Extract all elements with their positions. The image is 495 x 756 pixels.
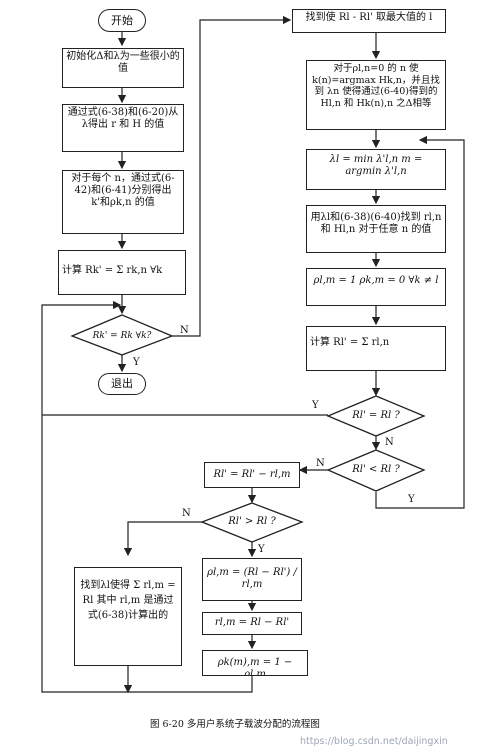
decision3-text: Rl' < Rl ? <box>352 464 400 475</box>
use-lambda-box: 用λl和(6-38)(6-40)找到 rl,n 和 Hl,n 对于任意 n 的值 <box>306 205 446 253</box>
rho-comp-text: ρk(m),m = 1 − ρl,m <box>217 657 293 676</box>
update-rl-box: Rl' = Rl' − rl,m <box>204 462 300 488</box>
find-l-text: 找到使 Rl - Rl' 取最大值的 l <box>305 12 433 23</box>
watermark: https://blog.csdn.net/daijingxin <box>300 736 448 747</box>
decision2-text: Rl' = Rl ? <box>352 410 400 421</box>
decision1-text: Rk' = Rk ∀k? <box>92 331 152 341</box>
decision3-no-label: N <box>316 458 325 469</box>
calc-rl-text: 计算 Rl' = Σ rl,n <box>310 337 390 348</box>
update-rl-text: Rl' = Rl' − rl,m <box>213 469 291 480</box>
step2-box: 对于每个 n，通过式(6-42)和(6-41)分别得出 k'和ρk,n 的值 <box>62 170 184 234</box>
decision1-yes-label: Y <box>133 357 140 368</box>
decision4-no-label: N <box>182 508 191 519</box>
start-text: 开始 <box>111 13 133 27</box>
exit-node: 退出 <box>98 373 146 395</box>
r-update-box: rl,m = Rl − Rl' <box>202 612 302 635</box>
rho-frac-box: ρl,m = (Rl − Rl') / rl,m <box>202 558 302 601</box>
for-rho-text: 对于ρl,n=0 的 n 使 k(n)=argmax Hk,n，并且找到 λn … <box>312 63 440 109</box>
calc-rk-text: 计算 Rk' = Σ rk,n ∀k <box>62 265 163 276</box>
lambda-min-box: λl = min λ'l,n m = argmin λ'l,n <box>306 149 446 190</box>
rho-comp-box: ρk(m),m = 1 − ρl,m <box>202 650 308 676</box>
init-text: 初始化Δ和λ为一些很小的值 <box>66 51 180 74</box>
decision3-shape <box>326 449 426 492</box>
decision4-yes-label: Y <box>258 544 265 555</box>
start-node: 开始 <box>98 9 146 32</box>
exit-text: 退出 <box>111 377 133 390</box>
use-lambda-text: 用λl和(6-38)(6-40)找到 rl,n 和 Hl,n 对于任意 n 的值 <box>310 212 442 235</box>
lambda-min-text: λl = min λ'l,n m = argmin λ'l,n <box>329 154 423 177</box>
decision4-text: Rl' > Rl ? <box>228 516 276 527</box>
step2-text: 对于每个 n，通过式(6-42)和(6-41)分别得出 k'和ρk,n 的值 <box>71 173 175 208</box>
find-l-box: 找到使 Rl - Rl' 取最大值的 l <box>292 9 446 33</box>
rho-frac-text: ρl,m = (Rl − Rl') / rl,m <box>207 567 297 590</box>
r-update-text: rl,m = Rl − Rl' <box>214 617 290 628</box>
step1-box: 通过式(6-38)和(6-20)从λ得出 r 和 H 的值 <box>62 104 184 152</box>
decision1-shape <box>70 314 174 356</box>
rho-set-text: ρl,m = 1 ρk,m = 0 ∀k ≠ l <box>313 275 439 286</box>
figure-caption: 图 6-20 多用户系统子载波分配的流程图 <box>150 719 320 730</box>
step1-text: 通过式(6-38)和(6-20)从λ得出 r 和 H 的值 <box>67 107 179 130</box>
rho-set-box: ρl,m = 1 ρk,m = 0 ∀k ≠ l <box>306 268 446 306</box>
decision2-shape <box>326 395 426 437</box>
find-lambda-text: 找到λl使得 Σ rl,m = Rl 其中 rl,m 是通过式(6-38)计算出… <box>80 580 176 621</box>
init-box: 初始化Δ和λ为一些很小的值 <box>62 48 184 88</box>
find-lambda-box: 找到λl使得 Σ rl,m = Rl 其中 rl,m 是通过式(6-38)计算出… <box>74 567 182 666</box>
decision3-yes-label: Y <box>408 494 415 505</box>
decision2-yes-label: Y <box>312 400 319 411</box>
calc-rl-box: 计算 Rl' = Σ rl,n <box>306 326 446 371</box>
decision1-no-label: N <box>180 325 189 336</box>
decision2-no-label: N <box>385 437 394 448</box>
decision4-shape <box>200 502 304 543</box>
for-rho-box: 对于ρl,n=0 的 n 使 k(n)=argmax Hk,n，并且找到 λn … <box>306 60 446 130</box>
calc-rk-box: 计算 Rk' = Σ rk,n ∀k <box>58 250 186 295</box>
